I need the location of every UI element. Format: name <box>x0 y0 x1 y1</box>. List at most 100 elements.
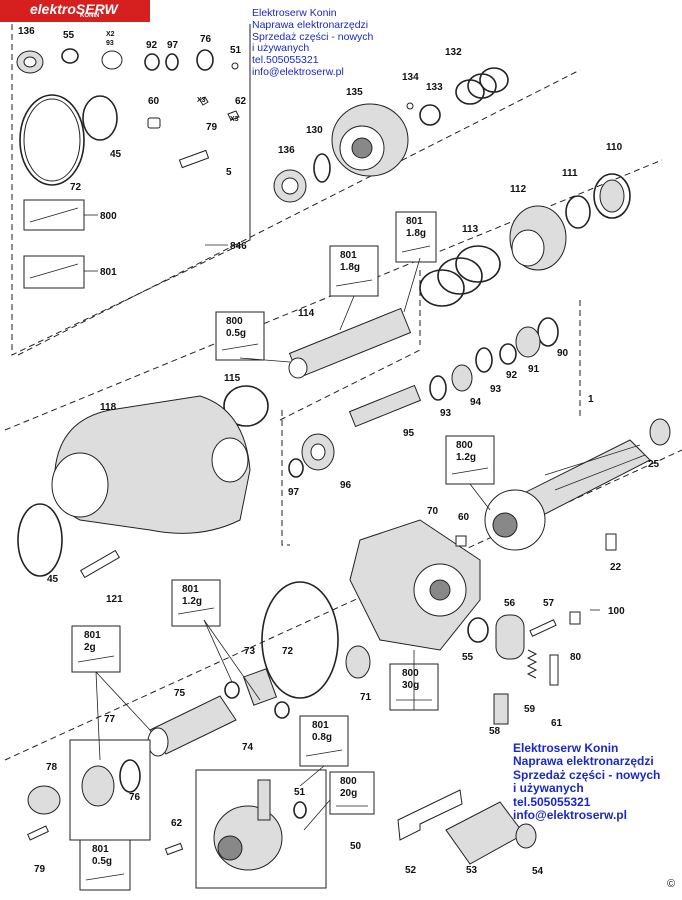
part-72-seal <box>19 94 85 186</box>
watermark-bottom-line: i używanych <box>513 781 584 796</box>
label-5: 5 <box>226 167 232 178</box>
motor-housing-70 <box>345 519 481 711</box>
part-62b-screw <box>164 842 184 856</box>
label-72a: 72 <box>70 182 82 193</box>
box4-weight: 1.2g <box>456 452 476 463</box>
part-55-oring <box>61 48 79 64</box>
watermark-top-line: Elektroserw Konin <box>252 7 337 19</box>
box9-num: 800 <box>340 776 357 787</box>
box1-weight: 1.8g <box>406 228 426 239</box>
label-114: 114 <box>298 308 315 319</box>
part-91-bearing <box>515 326 541 358</box>
label-61: 61 <box>551 718 563 729</box>
watermark-bottom: Elektroserw Konin Naprawa elektronarzędz… <box>513 741 661 823</box>
label-79a: 79 <box>206 122 218 133</box>
box9-weight: 20g <box>340 788 357 799</box>
label-110: 110 <box>606 142 623 153</box>
label-97a: 97 <box>167 40 179 51</box>
label-52: 52 <box>405 865 417 876</box>
label-45b: 45 <box>47 574 59 585</box>
part-59-spring <box>526 649 538 679</box>
logo-text: elektroSERW <box>30 1 118 17</box>
part-60-pad <box>147 117 161 129</box>
watermark-bottom-line: info@elektroserw.pl <box>513 808 627 823</box>
bottom-right-group <box>397 789 537 865</box>
part-97b-ring <box>288 458 304 478</box>
part-56-switch <box>495 614 525 660</box>
part-74-ring <box>274 701 290 719</box>
part-93c-washer <box>429 375 447 401</box>
lube-box-801-2 <box>71 625 121 673</box>
label-132: 132 <box>445 47 462 58</box>
label-51a: 51 <box>230 45 242 56</box>
label-25: 25 <box>648 459 660 470</box>
lube-box-801-05 <box>79 839 131 891</box>
part-51b-ball <box>293 801 307 819</box>
label-121: 121 <box>106 594 123 605</box>
label-130: 130 <box>306 125 323 136</box>
label-x2: X2 <box>106 31 115 38</box>
elektroserw-logo: elektroSERW KONIN <box>0 0 150 22</box>
part-61-lever <box>549 654 559 686</box>
lube-box-801-12 <box>171 579 221 627</box>
label-71: 71 <box>360 692 372 703</box>
box3-num: 800 <box>226 316 243 327</box>
label-50: 50 <box>350 841 362 852</box>
label-93a: 93 <box>106 40 114 47</box>
lube-box-801-18a <box>395 211 437 263</box>
label-801a: 801 <box>100 267 117 278</box>
bottom-left-group <box>27 739 151 891</box>
label-90: 90 <box>557 348 569 359</box>
label-73: 73 <box>244 646 256 657</box>
label-x3: X3 <box>197 97 206 104</box>
watermark-top-line: info@elektroserw.pl <box>252 65 344 78</box>
label-72b: 72 <box>282 646 294 657</box>
part-95-spindle <box>348 384 422 428</box>
part-92-ring <box>144 53 160 71</box>
label-94: 94 <box>470 397 482 408</box>
box7-num: 800 <box>402 668 419 679</box>
part-45-seal <box>82 95 118 141</box>
label-846: 846 <box>230 241 247 252</box>
watermark-bottom-line: Sprzedaż części - nowych <box>513 767 661 782</box>
label-77: 77 <box>104 714 116 725</box>
label-53: 53 <box>466 865 478 876</box>
watermark-bottom-line: tel.505055321 <box>513 794 591 809</box>
label-x3b: X3 <box>230 116 239 123</box>
part-72b-seal <box>261 581 339 699</box>
spindle-group <box>215 245 559 478</box>
label-76a: 76 <box>200 34 212 45</box>
label-56: 56 <box>504 598 516 609</box>
part-5-clip <box>178 149 210 169</box>
lube-box-801-08 <box>299 715 349 767</box>
part-97-ring <box>165 53 179 71</box>
label-93b: 93 <box>490 384 502 395</box>
lube-box-801-18b <box>329 245 379 297</box>
label-97b: 97 <box>288 487 300 498</box>
box5-num: 801 <box>182 584 199 595</box>
leader-lines <box>95 257 491 831</box>
box6-weight: 2g <box>84 642 96 653</box>
box8-weight: 0.8g <box>312 732 332 743</box>
part-62-screw <box>227 110 240 121</box>
logo-subtext: KONIN <box>80 13 100 19</box>
part-52-bracket <box>397 789 463 841</box>
label-45a: 45 <box>110 149 122 160</box>
label-96: 96 <box>340 480 352 491</box>
watermark-top-line: i używanych <box>252 42 310 55</box>
label-58: 58 <box>489 726 501 737</box>
part-54-knob <box>515 823 537 849</box>
part-25-bearing <box>649 418 671 446</box>
label-100: 100 <box>608 606 625 617</box>
part-76-ring <box>196 49 214 71</box>
label-93c: 93 <box>440 408 452 419</box>
label-60a: 60 <box>148 96 160 107</box>
lube-box-800-20 <box>329 771 375 815</box>
part-93b-washer <box>475 347 493 373</box>
box2-weight: 1.8g <box>340 262 360 273</box>
part-130-ring <box>313 153 331 183</box>
part-45b-seal <box>17 503 63 577</box>
label-75: 75 <box>174 688 186 699</box>
part-71-bearing <box>345 645 371 679</box>
